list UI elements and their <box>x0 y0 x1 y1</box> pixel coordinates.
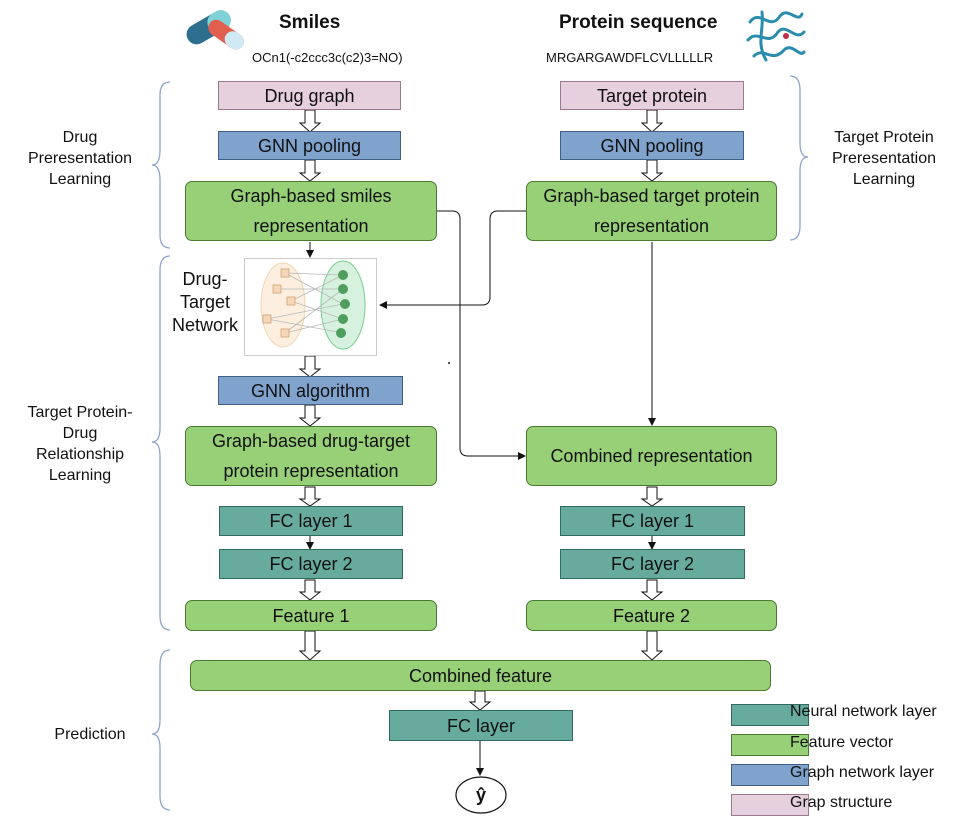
protein-title: Protein sequence <box>559 12 718 33</box>
stray-dot <box>448 362 450 364</box>
combined-representation-box: Combined representation <box>526 426 777 486</box>
drug-learning-label: Drug Preresentation Learning <box>27 129 133 188</box>
feature-2-box: Feature 2 <box>526 600 777 631</box>
legend-label-structure: Grap structure <box>790 794 893 811</box>
legend-label-graph: Graph network layer <box>790 764 935 781</box>
output-node <box>455 776 507 814</box>
gnn-algorithm-box: GNN algorithm <box>218 376 403 405</box>
tp-rep-line1: Graph-based target protein <box>543 186 760 206</box>
output-label: ŷ <box>475 785 486 805</box>
dt-rep-line1: Graph-based drug-target <box>211 431 411 451</box>
drug-target-network-label: Drug- Target Network <box>171 269 238 335</box>
legend-label-neural: Neural network layer <box>790 703 937 720</box>
legend-swatch-neural <box>731 704 809 726</box>
target-protein-representation-box: Graph-based target protein representatio… <box>526 181 777 241</box>
flow-line-arrows <box>306 210 656 776</box>
legend-swatch-graph <box>731 764 809 786</box>
prediction-label: Prediction <box>54 726 126 743</box>
smiles-rep-line1: Graph-based smiles <box>230 186 392 206</box>
right-fc-layer-2: FC layer 2 <box>560 549 745 579</box>
drug-graph-box: Drug graph <box>218 81 401 110</box>
tp-rep-line2: representation <box>593 216 710 236</box>
target-protein-box: Target protein <box>560 81 744 110</box>
relationship-learning-label: Target Protein- Drug Relationship Learni… <box>27 404 133 484</box>
legend-swatch-structure <box>731 794 809 816</box>
drug-target-representation-box: Graph-based drug-target protein represen… <box>185 426 437 486</box>
right-fc-layer-1: FC layer 1 <box>560 506 745 536</box>
drug-smiles-text: OCn1(-c2ccc3c(c2)3=NO) <box>252 50 403 65</box>
legend-label-feature: Feature vector <box>790 734 894 751</box>
dt-rep-line2: protein representation <box>223 461 399 481</box>
left-fc-layer-2: FC layer 2 <box>219 549 403 579</box>
smiles-rep-line2: representation <box>253 216 369 236</box>
combined-feature-box: Combined feature <box>190 660 771 691</box>
drug-target-network-image <box>244 258 377 356</box>
protein-sequence-text: MRGARGAWDFLCVLLLLLR <box>546 50 714 65</box>
pill-capsule-icon <box>186 10 244 50</box>
left-fc-layer-1: FC layer 1 <box>219 506 403 536</box>
legend-swatch-feature <box>731 734 809 756</box>
feature-1-box: Feature 1 <box>185 600 437 631</box>
drug-gnn-pooling-box: GNN pooling <box>218 131 401 160</box>
target-learning-label: Target Protein Preresentation Learning <box>831 129 937 188</box>
final-fc-layer: FC layer <box>389 710 573 741</box>
section-brackets <box>151 75 809 811</box>
protein-gnn-pooling-box: GNN pooling <box>560 131 744 160</box>
flow-block-arrows <box>298 109 664 711</box>
drug-title: Smiles <box>279 12 341 33</box>
bipartite-graph-icon <box>260 260 366 350</box>
smiles-representation-box: Graph-based smiles representation <box>185 181 437 241</box>
protein-structure-icon <box>746 10 806 62</box>
